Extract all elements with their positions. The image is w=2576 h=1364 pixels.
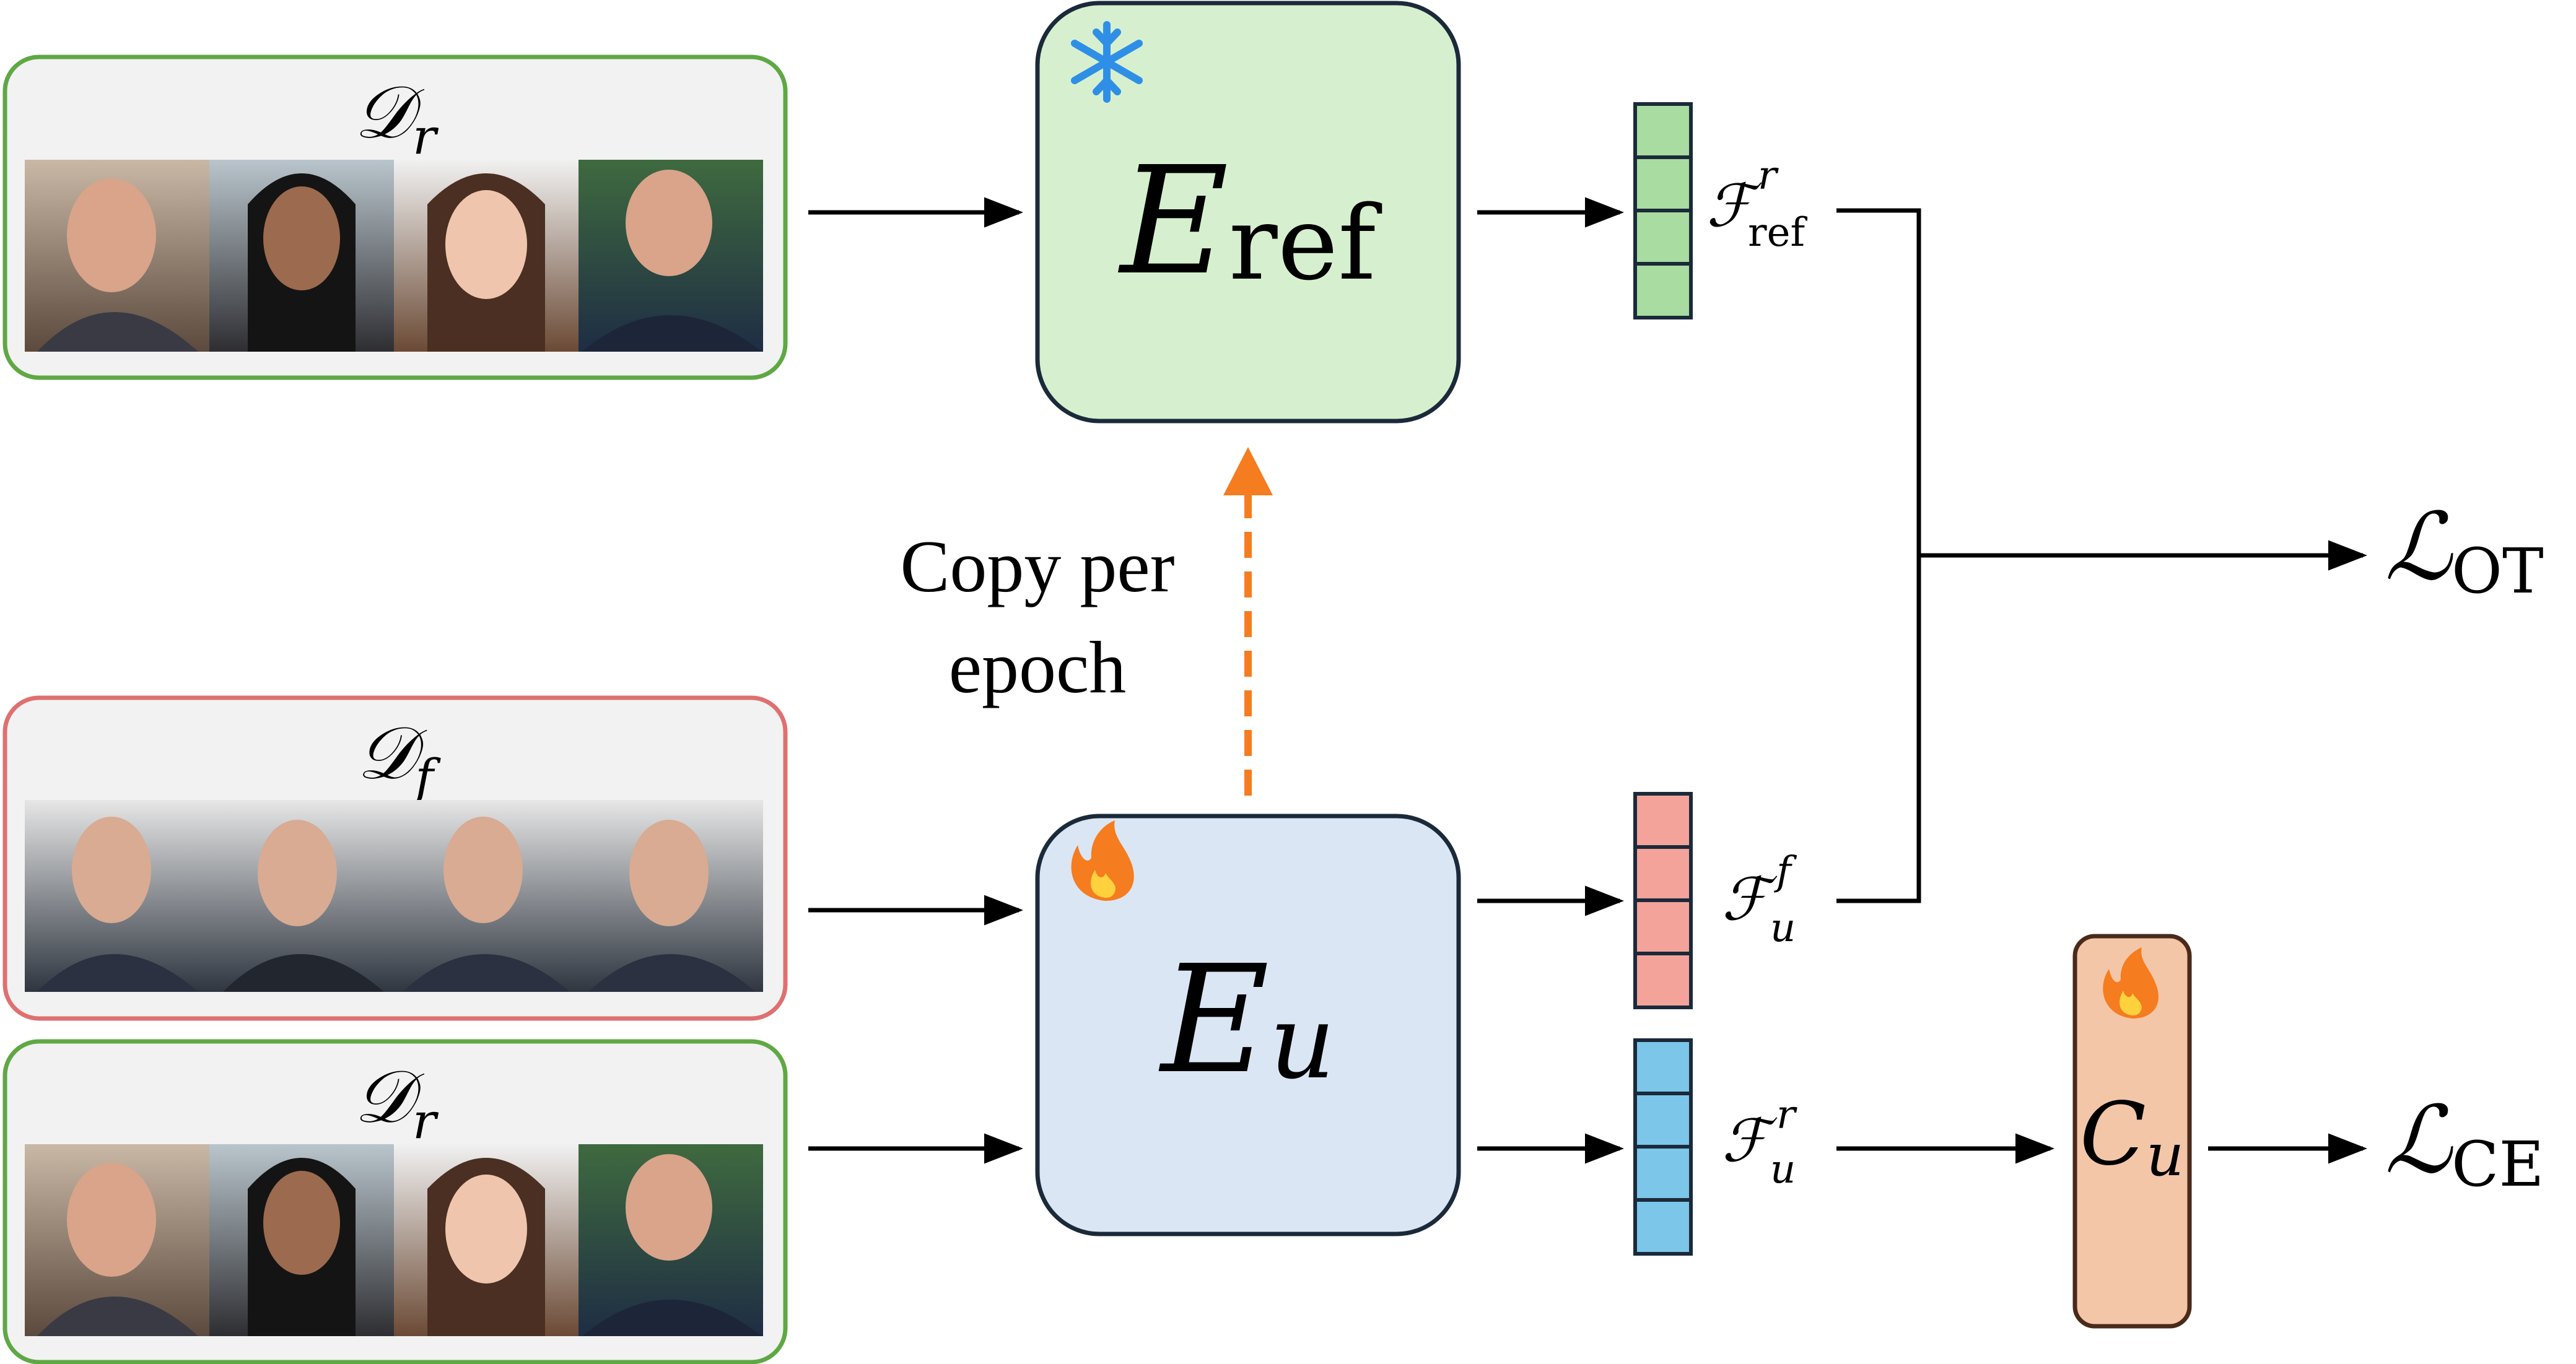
svg-text:r: r <box>1758 153 1779 199</box>
snowflake-icon <box>1071 21 1143 103</box>
forget-set-box: 𝒟f <box>2 695 788 1021</box>
svg-text:ℱ: ℱ <box>1722 866 1778 934</box>
feature-retain-label: ℱ r u <box>1722 1092 1797 1192</box>
svg-text:ℱ: ℱ <box>1722 1107 1778 1175</box>
face-photo <box>25 800 209 992</box>
fire-icon <box>1071 820 1134 901</box>
classifier-label: Cu <box>2080 1084 2184 1189</box>
feature-vector-retain <box>1633 1038 1693 1256</box>
copy-arrow-head <box>1223 447 1273 495</box>
ot-loss-label: ℒOT <box>2385 493 2544 607</box>
svg-text:r: r <box>1776 1092 1797 1138</box>
svg-text:f: f <box>1774 848 1797 894</box>
svg-text:u: u <box>1770 1147 1796 1192</box>
face-photo <box>394 800 579 992</box>
retain-set-bottom-label: 𝒟r <box>354 1054 439 1150</box>
svg-text:u: u <box>1770 905 1796 951</box>
face-photo <box>25 160 209 352</box>
feature-forget-label: ℱ f u <box>1722 848 1797 951</box>
face-photo <box>579 1144 763 1336</box>
face-photo <box>579 800 763 992</box>
ot-join-bracket <box>1836 208 1921 903</box>
feature-ref-label: ℱ r ref <box>1706 153 1807 256</box>
face-photo <box>394 1144 579 1336</box>
face-photo <box>394 160 579 352</box>
retain-set-bottom-photos <box>25 1144 763 1336</box>
face-photo <box>209 160 394 352</box>
svg-text:ref: ref <box>1748 210 1807 256</box>
unlearning-encoder-label: Eu <box>1158 933 1335 1106</box>
retain-set-top-box: 𝒟r <box>2 54 788 380</box>
copy-label-line1: Copy per <box>900 525 1174 607</box>
face-photo <box>25 1144 209 1336</box>
feature-vector-forget <box>1633 792 1693 1009</box>
face-photo <box>209 800 394 992</box>
reference-encoder-label: Eref <box>1118 134 1382 308</box>
unlearning-encoder: Eu <box>1035 814 1461 1236</box>
classifier: Cu <box>2072 934 2192 1329</box>
retain-set-top-photos <box>25 160 763 352</box>
reference-encoder: Eref <box>1035 1 1461 424</box>
face-photo <box>579 160 763 352</box>
forget-set-photos <box>25 800 763 992</box>
retain-set-bottom-box: 𝒟r <box>2 1039 788 1364</box>
feature-vector-ref <box>1633 102 1693 319</box>
copy-label-line2: epoch <box>949 626 1127 708</box>
ce-loss-label: ℒCE <box>2385 1087 2544 1201</box>
fire-icon <box>2103 947 2159 1019</box>
face-photo <box>209 1144 394 1336</box>
